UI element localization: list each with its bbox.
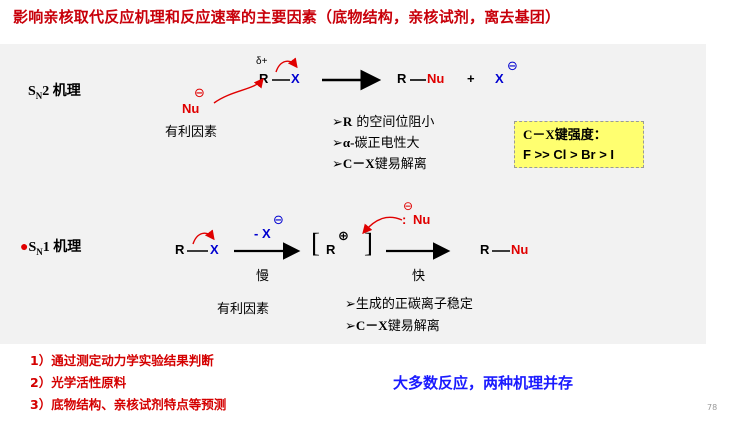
sn2-substrate-x: X xyxy=(291,71,300,86)
cx-strength-heading: C－X键强度： xyxy=(523,127,607,142)
slide-title: 影响亲核取代反应机理和反应速率的主要因素（底物结构，亲核试剂，离去基团） xyxy=(13,8,561,26)
sn2-factor-list: ➢R 的空间位阻小 ➢α-碳正电性大 ➢C－X键易解离 xyxy=(332,112,434,175)
sn2-nu-charge: ⊖ xyxy=(194,85,205,100)
sn2-product-r: R xyxy=(397,71,407,86)
sn2-label: SN2 机理 xyxy=(28,84,81,101)
list-item: 1）通过测定动力学实验结果判断 xyxy=(30,353,214,368)
sn1-factor-list: ➢生成的正碳离子稳定 ➢C－X键易解离 xyxy=(345,294,473,337)
list-item: ➢R 的空间位阻小 xyxy=(332,114,435,130)
list-item: ➢C－X键易解离 xyxy=(332,156,427,172)
sn2-attack-arrow xyxy=(213,77,264,104)
cx-bond-strength-box: C－X键强度： F >> Cl > Br > I xyxy=(514,121,644,168)
sn1-attack-arrow xyxy=(362,216,403,235)
sn1-nu-dots: : xyxy=(402,212,407,227)
sn2-favorable-label: 有利因素 xyxy=(165,125,218,140)
sn1-substrate-r: R xyxy=(175,242,185,257)
sn1-product-nu: Nu xyxy=(511,242,529,257)
sn1-bracket-open: [ xyxy=(311,228,320,258)
sn1-product-r: R xyxy=(480,242,490,257)
sn2-leaving-arrow xyxy=(275,57,298,73)
sn1-x-charge: ⊖ xyxy=(273,212,284,227)
sn1-fast-label: 快 xyxy=(412,269,426,284)
sn2-product-nu: Nu xyxy=(427,71,445,86)
content-panel xyxy=(0,44,706,344)
conclusion-text: 大多数反应，两种机理并存 xyxy=(393,374,574,392)
sn2-leaving-charge: ⊖ xyxy=(507,58,518,73)
sn2-leaving-group: X xyxy=(495,71,504,86)
cx-strength-order: F >> Cl > Br > I xyxy=(523,147,615,162)
list-item: 3）底物结构、亲核试剂特点等预测 xyxy=(30,397,227,412)
sn1-slow-label: 慢 xyxy=(256,269,270,284)
page-number: 78 xyxy=(707,403,718,412)
sn1-bracket-close: ] xyxy=(364,228,373,258)
list-item: ➢C－X键易解离 xyxy=(345,318,440,334)
sn1-substrate-x: X xyxy=(210,242,219,257)
sn2-plus-sign: + xyxy=(467,71,475,86)
sn1-minus-x: - X xyxy=(254,226,271,241)
method-list: 1）通过测定动力学实验结果判断 2）光学活性原料 3）底物结构、亲核试剂特点等预… xyxy=(30,350,226,416)
sn1-label: ●SN1 机理 xyxy=(20,240,82,257)
sn1-cation-charge: ⊕ xyxy=(338,228,349,243)
sn2-delta-plus: δ+ xyxy=(256,56,268,67)
sn1-cation-r: R xyxy=(326,242,336,257)
sn1-favorable-label: 有利因素 xyxy=(217,302,270,317)
sn1-nu-charge: ⊖ xyxy=(403,199,414,213)
list-item: ➢α-碳正电性大 xyxy=(332,135,420,151)
sn1-ionization-arrow xyxy=(192,229,215,245)
sn2-nucleophile: Nu xyxy=(182,101,200,116)
list-item: ➢生成的正碳离子稳定 xyxy=(345,297,473,312)
list-item: 2）光学活性原料 xyxy=(30,375,127,390)
sn1-nucleophile: Nu xyxy=(413,212,431,227)
